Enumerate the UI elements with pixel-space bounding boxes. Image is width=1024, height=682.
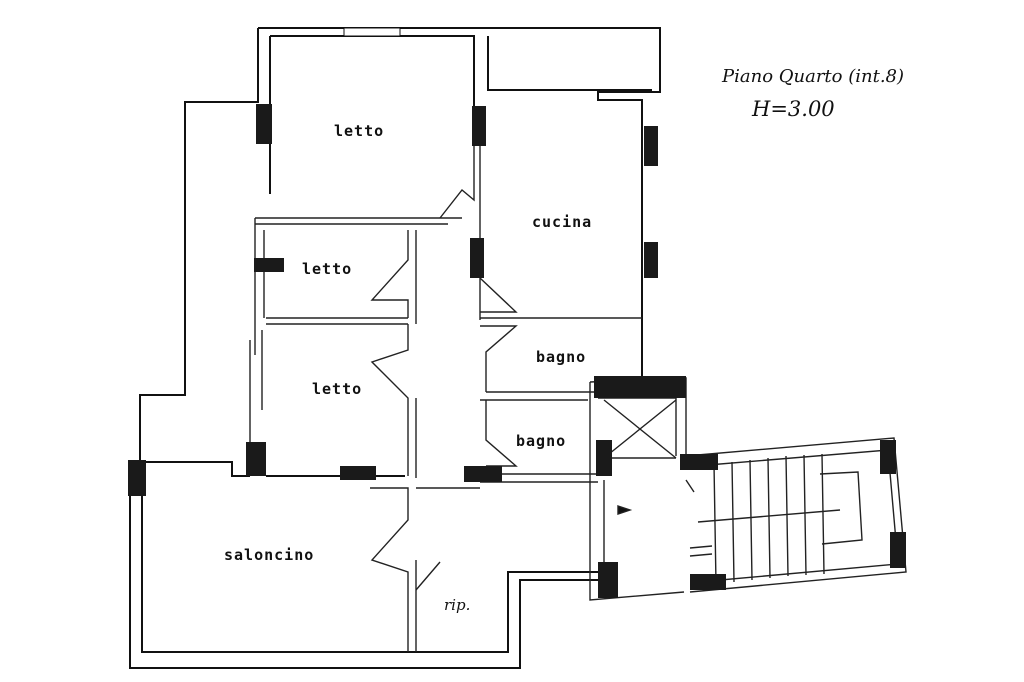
- room-label-letto-mid: letto: [302, 260, 352, 278]
- room-label-letto-top: letto: [334, 122, 384, 140]
- height-note: H=3.00: [751, 97, 835, 121]
- plan-title: Piano Quarto (int.8): [721, 66, 904, 87]
- room-label-bagno-lower: bagno: [516, 432, 566, 450]
- room-label-saloncino: saloncino: [224, 546, 314, 564]
- room-label-cucina: cucina: [532, 213, 592, 231]
- wall-pillars: [128, 27, 906, 598]
- room-label-bagno-upper: bagno: [536, 348, 586, 366]
- room-label-letto-low: letto: [312, 380, 362, 398]
- room-label-ripostiglio: rip.: [444, 596, 470, 614]
